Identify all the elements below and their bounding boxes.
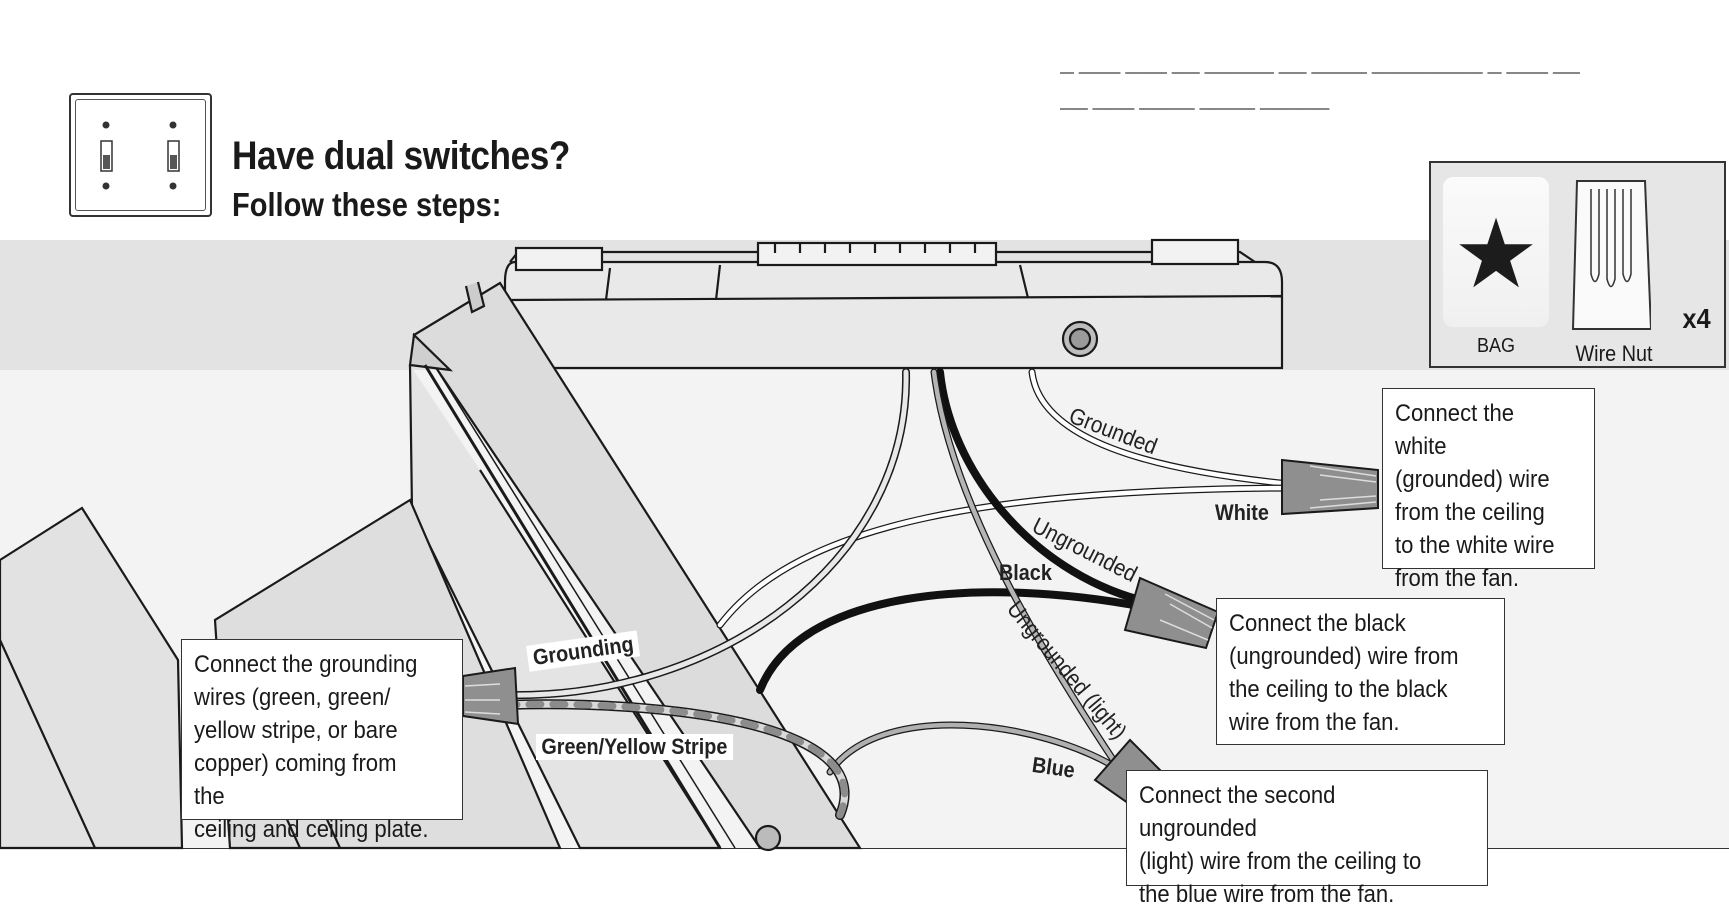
dual-switch-icon [69, 93, 212, 217]
wires [500, 368, 1294, 820]
cropped-text-fragment: ▔ ▔▔▔ ▔▔▔ ▔▔ ▔▔▔▔▔ ▔▔ ▔▔▔▔ ▔▔▔▔▔▔▔▔ ▔ ▔▔… [1060, 72, 1580, 90]
page-subtitle: Follow these steps: [232, 186, 502, 223]
label-white: White [1215, 500, 1269, 525]
wire-nut-black [1123, 576, 1220, 650]
callout-blue-wire: Connect the second ungrounded (light) wi… [1126, 770, 1488, 908]
label-black: Black [999, 560, 1052, 585]
label-green-yellow-stripe: Green/Yellow Stripe [536, 734, 733, 760]
hardware-bag: ★ [1443, 177, 1549, 327]
page-title: Have dual switches? [232, 134, 570, 178]
wire-nut-icon [1571, 180, 1651, 330]
callout-grounding-wires: Connect the grounding wires (green, gree… [181, 639, 463, 843]
ceiling-fan-wiring-illustration [0, 238, 1379, 852]
parts-box: ★ BAG Wire Nut x4 [1429, 161, 1726, 368]
wire-nut-white [1281, 458, 1379, 516]
bottom-divider [0, 848, 1729, 849]
hanging-bracket [408, 281, 863, 852]
quantity-label: x4 [1682, 303, 1711, 334]
cropped-text-fragment-2: ▔▔ ▔▔▔ ▔▔▔▔ ▔▔▔▔ ▔▔▔▔▔ [1060, 108, 1330, 118]
callout-white-wire: Connect the white (grounded) wire from t… [1382, 388, 1595, 592]
callout-black-wire: Connect the black (ungrounded) wire from… [1216, 598, 1505, 745]
wire-nut-ground [462, 666, 520, 726]
bag-label: BAG [1476, 335, 1516, 357]
star-icon: ★ [1453, 201, 1540, 308]
wire-nut-label: Wire Nut [1575, 341, 1653, 366]
ceiling-mounting-plate [503, 238, 1284, 370]
